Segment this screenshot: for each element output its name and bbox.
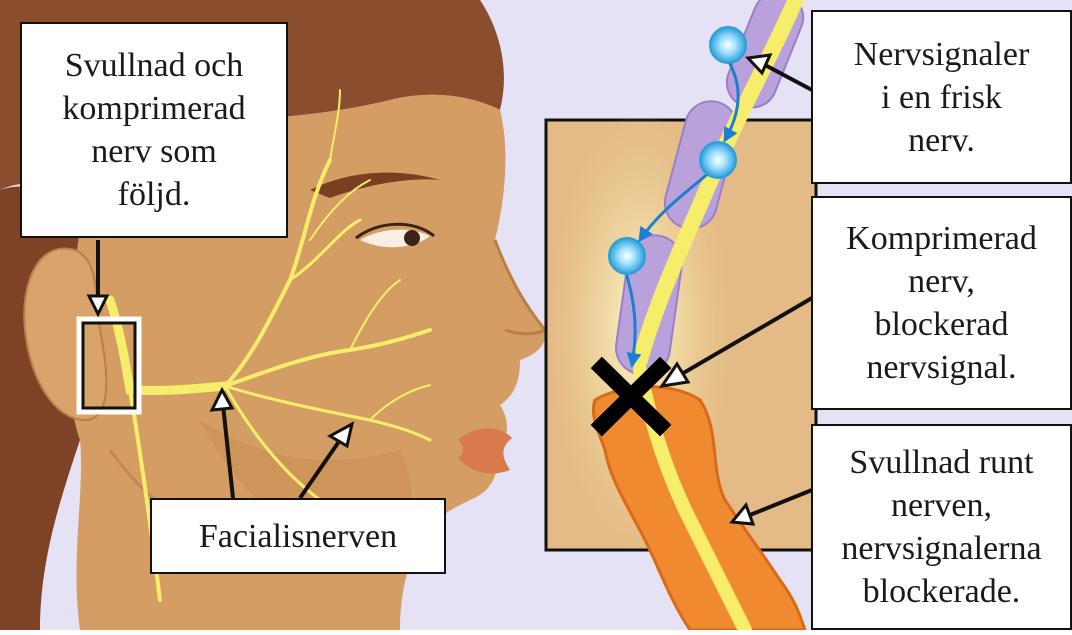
- label-line: följd.: [118, 173, 191, 216]
- label-swelling-around: Svullnad runt nerven, nervsignalerna blo…: [811, 424, 1072, 630]
- label-line: Komprimerad: [846, 217, 1037, 260]
- label-compressed-blocked: Komprimerad nerv, blockerad nervsignal.: [811, 196, 1072, 410]
- label-line: i en frisk: [881, 76, 1002, 119]
- label-line: blockerad: [874, 303, 1008, 346]
- label-swelling-compressed: Svullnad och komprimerad nerv som följd.: [20, 22, 288, 238]
- label-line: nerv.: [908, 119, 975, 162]
- iris: [404, 230, 420, 246]
- label-healthy-signals: Nervsignaler i en frisk nerv.: [811, 10, 1072, 184]
- label-facial-nerve: Facialisnerven: [150, 498, 446, 574]
- label-line: nerv,: [908, 260, 975, 303]
- label-line: nerven,: [891, 484, 992, 527]
- label-line: nerv som: [91, 130, 217, 173]
- signal-pulse: [609, 238, 645, 274]
- label-line: Nervsignaler: [854, 33, 1030, 76]
- label-line: Svullnad runt: [849, 441, 1033, 484]
- label-line: nervsignal.: [866, 346, 1016, 389]
- label-line: Facialisnerven: [199, 515, 397, 558]
- signal-pulse: [710, 27, 746, 63]
- label-line: Svullnad och: [65, 44, 243, 87]
- label-line: komprimerad: [62, 87, 245, 130]
- label-line: blockerade.: [863, 570, 1021, 613]
- signal-pulse: [700, 142, 736, 178]
- label-line: nervsignalerna: [841, 527, 1041, 570]
